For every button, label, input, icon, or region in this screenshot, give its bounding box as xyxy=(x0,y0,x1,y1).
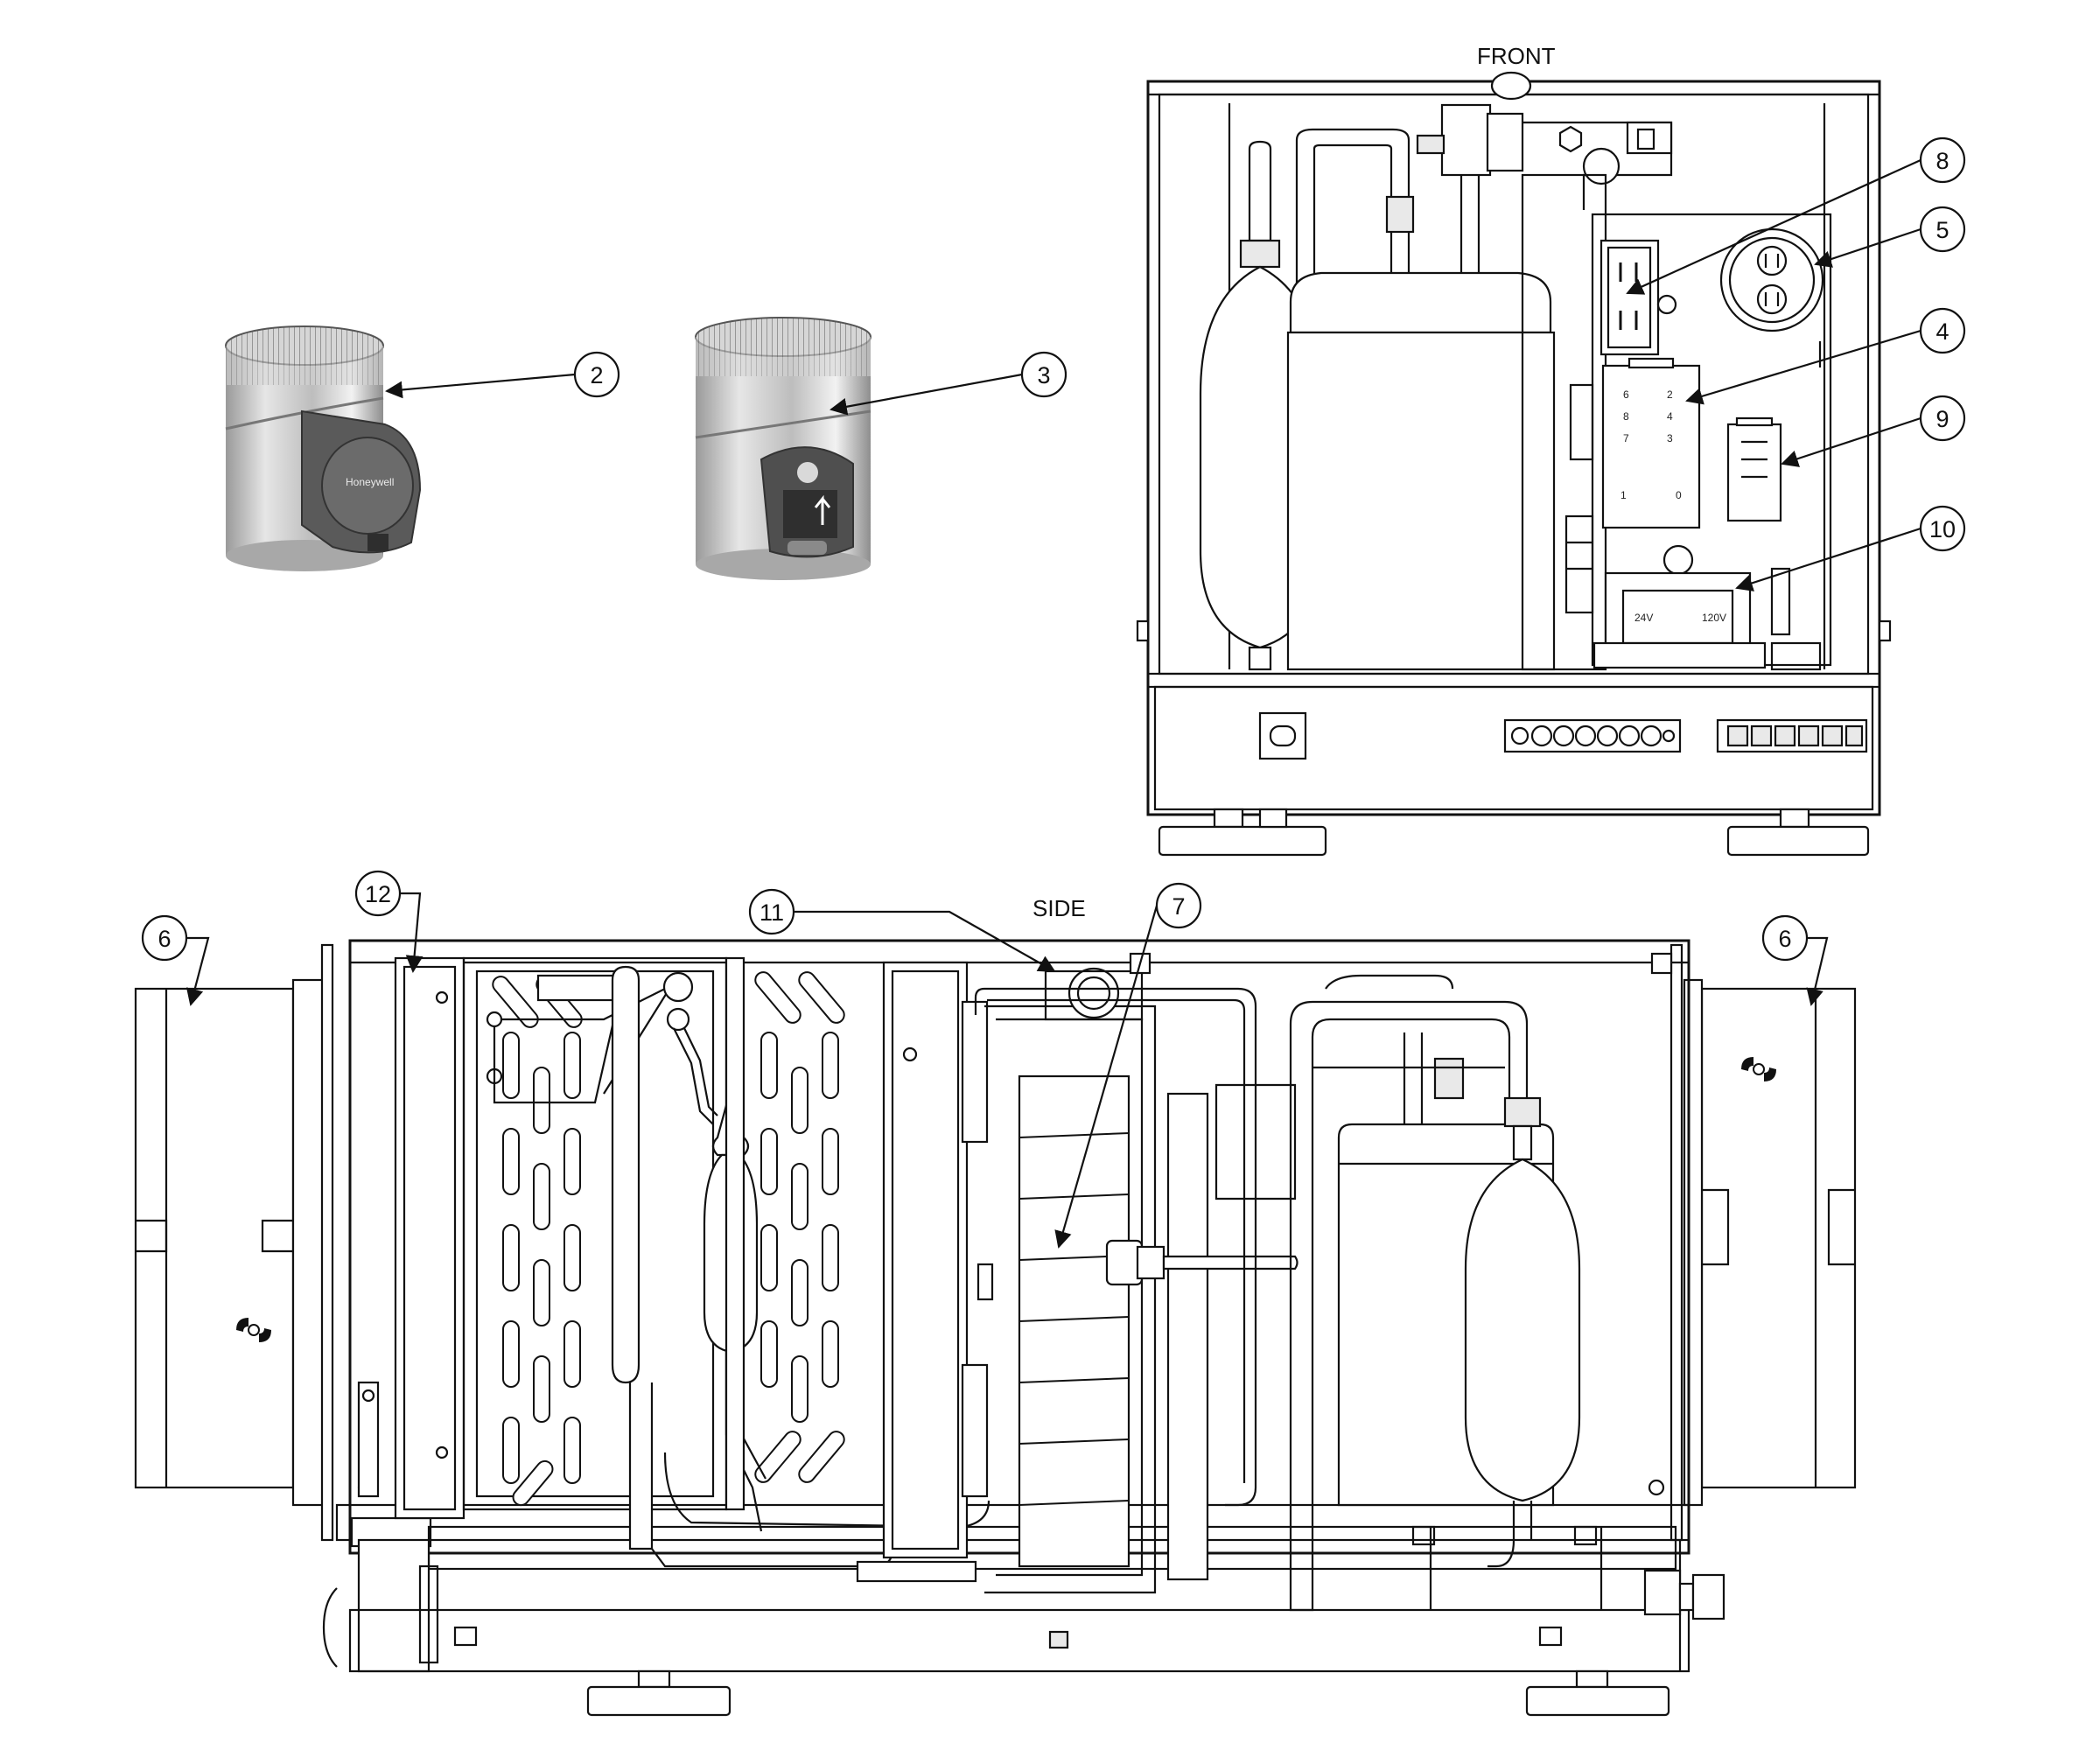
relay-terminal-2: 2 xyxy=(1667,388,1673,401)
transformer: 24V 120V xyxy=(1592,544,1767,669)
relay-terminal-3: 3 xyxy=(1667,432,1673,444)
callout-12: 12 xyxy=(354,870,402,917)
side-view-unit xyxy=(134,939,1857,1717)
honeywell-brand: Honeywell xyxy=(346,476,394,488)
callout-9: 9 xyxy=(1919,395,1966,442)
front-view-unit: 6 8 7 2 4 3 1 0 24V 120V xyxy=(1136,71,1892,857)
callout-5: 5 xyxy=(1919,206,1966,253)
callout-8-label: 8 xyxy=(1936,148,1949,174)
front-view-title: FRONT xyxy=(1477,43,1556,69)
relay-terminal-1: 1 xyxy=(1620,489,1627,501)
relay-terminal-6: 6 xyxy=(1623,388,1629,401)
callout-7-label: 7 xyxy=(1172,893,1185,920)
callout-9-label: 9 xyxy=(1936,406,1949,432)
callout-7: 7 xyxy=(1155,882,1202,929)
callout-5-label: 5 xyxy=(1936,217,1949,243)
line-voltage-terminal-block xyxy=(1716,718,1868,753)
relay: 6 8 7 2 4 3 1 0 xyxy=(1601,357,1701,529)
relay-terminal-0: 0 xyxy=(1676,489,1682,501)
relay-terminal-4: 4 xyxy=(1667,410,1673,423)
callout-4: 4 xyxy=(1919,307,1966,354)
callout-6-left-label: 6 xyxy=(158,926,171,952)
callout-11-label: 11 xyxy=(760,900,784,926)
side-view-title: SIDE xyxy=(1032,895,1086,921)
callout-10: 10 xyxy=(1919,505,1966,552)
callout-8: 8 xyxy=(1919,136,1966,184)
callout-11: 11 xyxy=(748,888,795,935)
callout-3-label: 3 xyxy=(1037,362,1050,388)
callout-12-label: 12 xyxy=(365,881,391,907)
callout-6-right-label: 6 xyxy=(1778,926,1791,952)
damper-standard xyxy=(695,317,872,580)
relay-terminal-8: 8 xyxy=(1623,410,1629,423)
callout-10-label: 10 xyxy=(1929,516,1956,542)
airflow-symbol-right xyxy=(1741,1057,1776,1082)
transformer-24v-label: 24V xyxy=(1634,612,1653,624)
transformer-120v-label: 120V xyxy=(1702,612,1726,624)
callout-2-label: 2 xyxy=(590,362,603,388)
callout-leaders xyxy=(186,158,1922,1249)
damper-honeywell: Honeywell xyxy=(225,326,422,571)
callout-6-left: 6 xyxy=(141,914,188,962)
low-voltage-terminal-strip xyxy=(1503,718,1682,753)
airflow-symbol-left xyxy=(236,1318,271,1342)
callout-6-right: 6 xyxy=(1761,914,1809,962)
callout-3: 3 xyxy=(1020,351,1068,398)
callout-2: 2 xyxy=(573,351,620,398)
callout-4-label: 4 xyxy=(1936,318,1949,345)
relay-terminal-7: 7 xyxy=(1623,432,1629,444)
